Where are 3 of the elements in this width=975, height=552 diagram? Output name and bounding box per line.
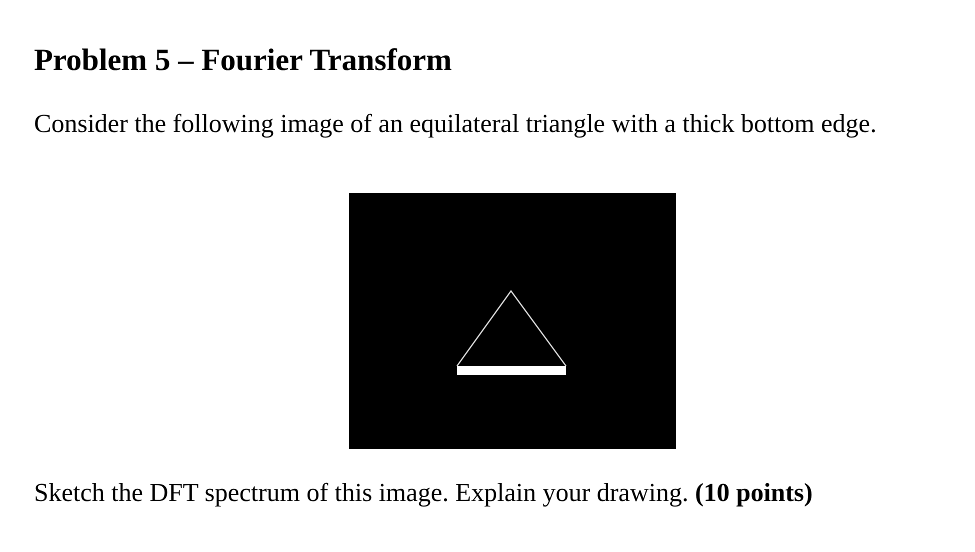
instruction-text: Sketch the DFT spectrum of this image. Explain your drawing. (10 points) <box>34 478 813 508</box>
question-text: Consider the following image of an equilateral triangle with a thick bottom edge. <box>34 109 877 139</box>
problem-title: Problem 5 – Fourier Transform <box>34 42 452 78</box>
